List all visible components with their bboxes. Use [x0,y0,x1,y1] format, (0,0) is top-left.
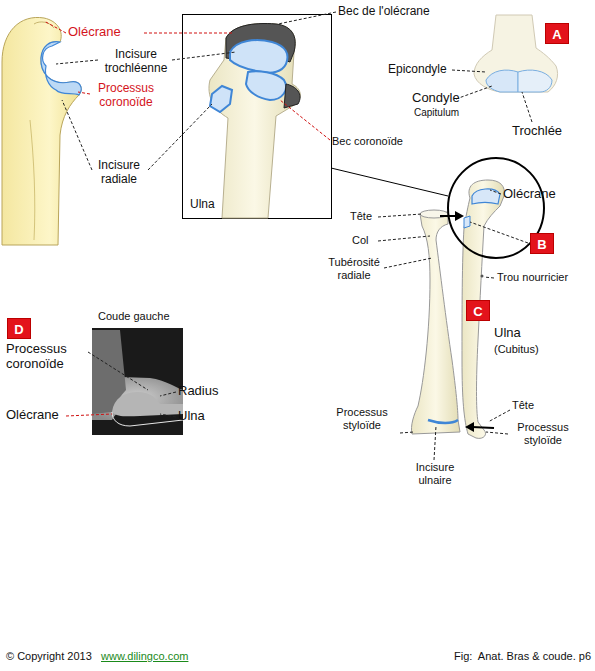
footer-text: Fig: Anat. Bras & coude. p6 [454,650,591,663]
badge-letter: B [531,238,553,251]
part-label: Tubérosité radiale [322,256,386,281]
part-label: Ulna [494,326,521,341]
letter-badge: C [466,300,490,321]
part-label: Trochlée [512,124,562,139]
letter-badge: B [530,233,554,254]
part-label: Incisure trochléenne [98,48,174,76]
badge-letter: D [8,323,30,336]
badge-letter: C [467,305,489,318]
part-label: Processus coronoïde [6,342,90,372]
part-label: Tête [512,399,534,412]
letter-badge: A [545,23,569,44]
part-label: Processus styloïde [324,406,400,431]
part-label: (Cubitus) [494,343,539,356]
part-label: Incisure radiale [88,159,150,187]
part-label: Condyle [412,91,460,106]
part-label: Trou nourricier [497,271,568,284]
footer-text: www.dilingco.com [101,650,188,663]
part-label: Ulna [190,198,215,212]
footer-text: © Copyright 2013 [6,650,92,663]
part-label: Olécrane [503,187,556,202]
part-label: Bec coronoïde [332,135,403,148]
part-label: Olécrane [6,408,59,423]
part-label: Processus styloïde [508,421,578,446]
part-label: Olécrane [68,25,121,40]
part-label: Tête [350,210,372,223]
part-label: Ulna [178,409,205,424]
letter-badge: D [7,318,31,339]
part-label: Processus coronoïde [90,82,162,110]
part-label: Epicondyle [388,63,447,77]
part-label: Coude gauche [98,310,170,323]
part-label: Bec de l'olécrane [338,5,430,19]
part-label: Incisure ulnaire [404,461,466,486]
part-label: Radius [178,384,218,399]
badge-letter: A [546,28,568,41]
part-label: Capitulum [414,107,459,119]
part-label: Col [352,234,369,247]
